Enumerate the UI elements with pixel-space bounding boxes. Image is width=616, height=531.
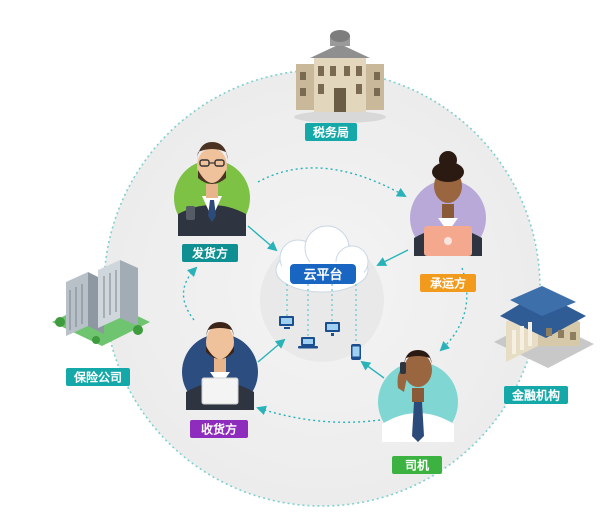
- cloud-label: 云平台: [303, 267, 342, 283]
- arc-shipper-to-carrier: [257, 167, 407, 197]
- driver-label-text: 司机: [405, 458, 429, 473]
- desktop-icon: [325, 322, 340, 336]
- tax-bureau-building-icon: [294, 30, 386, 123]
- shipper-label-text: 发货方: [191, 246, 228, 261]
- shipper-label: 发货方: [182, 244, 238, 262]
- cloud-label-bg: [290, 264, 356, 284]
- carrier-avatar: [410, 151, 486, 256]
- arrow-shipper-to-cloud: [247, 225, 278, 252]
- arc-carrier-to-driver: [439, 267, 468, 352]
- insurance-label-text: 保险公司: [73, 370, 122, 385]
- phone-icon: [351, 344, 361, 360]
- arrow-consignee-to-cloud: [257, 338, 286, 363]
- arrow-driver-to-cloud: [360, 360, 385, 379]
- tax-bureau-label-text: 税务局: [313, 125, 349, 140]
- monitor-icon: [279, 316, 294, 329]
- finance-label-text: 金融机构: [511, 388, 560, 403]
- arrow-carrier-to-cloud: [376, 249, 409, 266]
- finance-building-icon: [494, 286, 594, 368]
- driver-avatar: [378, 350, 458, 442]
- laptop-icon: [298, 337, 318, 349]
- shipper-avatar: [174, 142, 250, 236]
- tax-bureau-label: 税务局: [305, 123, 357, 141]
- driver-label: 司机: [392, 456, 442, 474]
- cloud-platform: 云平台: [260, 225, 384, 362]
- consignee-label: 收货方: [190, 420, 248, 438]
- carrier-label-text: 承运方: [430, 276, 466, 291]
- insurance-label: 保险公司: [66, 368, 130, 386]
- consignee-avatar: [182, 322, 258, 410]
- finance-label: 金融机构: [504, 386, 568, 404]
- arc-driver-to-consignee: [256, 405, 381, 423]
- insurance-building-icon: [52, 260, 150, 346]
- consignee-label-text: 收货方: [201, 422, 237, 437]
- arc-consignee-to-shipper: [182, 266, 198, 321]
- carrier-label: 承运方: [420, 274, 476, 292]
